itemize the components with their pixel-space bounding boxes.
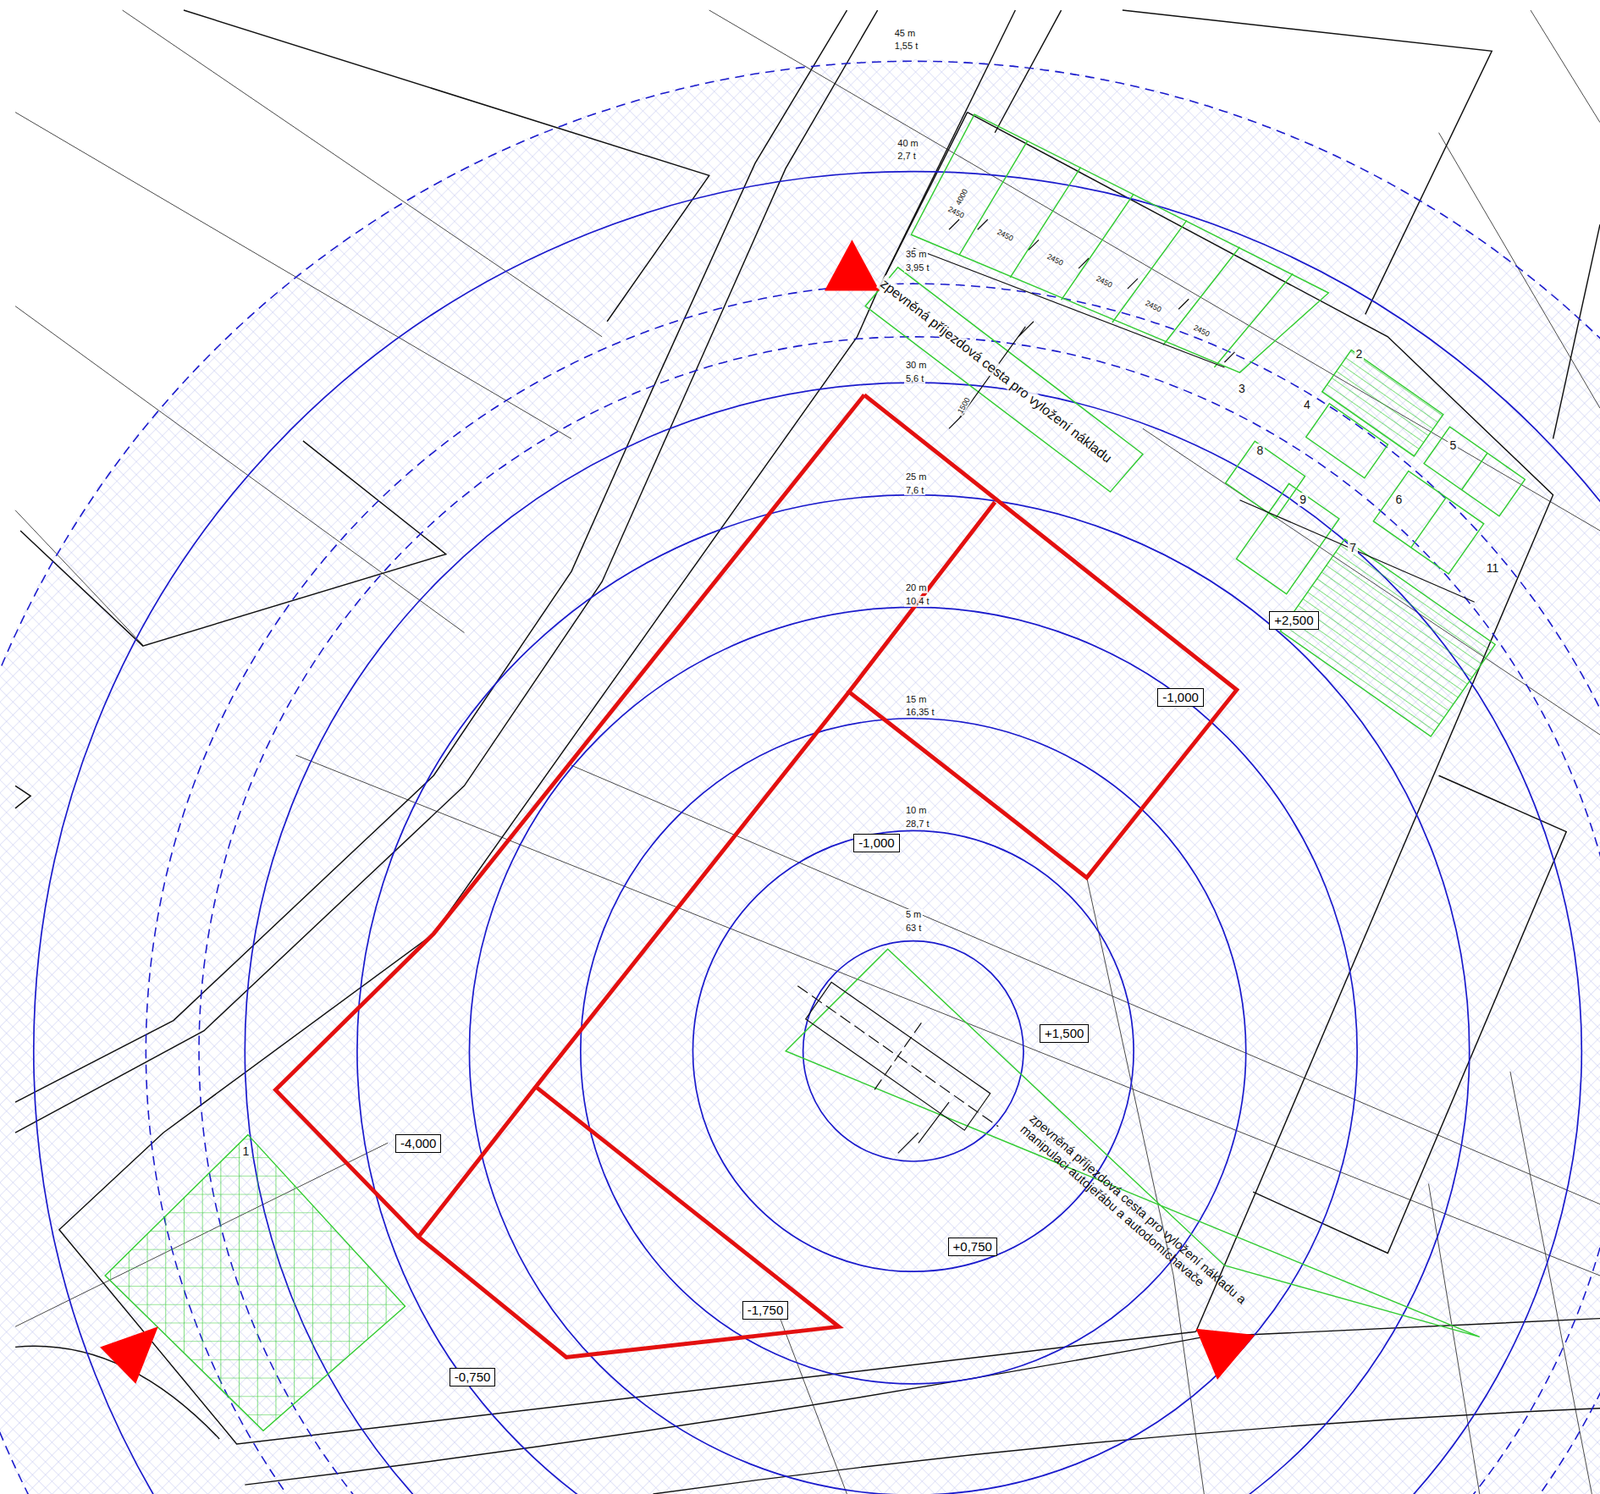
area-number: 9 (1297, 492, 1308, 507)
elevation-box: +2,500 (1268, 611, 1319, 630)
elevation-value: +1,500 (1044, 1026, 1084, 1041)
area-number: 6 (1394, 492, 1405, 507)
load-label: 2,7 t (895, 150, 917, 162)
dimension-text: 2450 (1191, 322, 1214, 340)
dimension-text: 2450 (1142, 297, 1165, 315)
elevation-box: +0,750 (948, 1237, 998, 1257)
dimension-text: 2450 (944, 204, 967, 221)
area-number: 7 (1347, 540, 1358, 555)
radius-label: 15 m (904, 694, 928, 706)
radius-label: 20 m (904, 582, 928, 594)
dimension-text: 2450 (1043, 251, 1066, 269)
radius-label: 30 m (904, 359, 928, 371)
load-label: 3,95 t (904, 262, 932, 274)
elevation-box: +1,500 (1039, 1024, 1089, 1043)
area-number: 4 (1302, 397, 1313, 412)
radius-label: 10 m (904, 805, 928, 817)
area-number: 5 (1447, 438, 1458, 453)
load-label: 1,55 t (893, 40, 921, 52)
area-number: 2 (1354, 347, 1365, 361)
radius-label: 35 m (904, 248, 928, 260)
area-number: 3 (1236, 381, 1247, 396)
dimension-text: 2450 (1092, 273, 1115, 291)
dimension-text: 2450 (993, 226, 1016, 244)
load-label: 7,6 t (904, 485, 926, 497)
radius-label: 45 m (893, 27, 917, 39)
load-label: 16,35 t (904, 706, 937, 718)
load-label: 5,6 t (904, 373, 926, 385)
area-number: 8 (1255, 443, 1266, 458)
load-label: 63 t (904, 922, 923, 934)
load-label: 10,4 t (904, 595, 932, 607)
radius-label: 25 m (904, 471, 928, 483)
load-label: 28,7 t (904, 818, 932, 830)
elevation-value: +2,500 (1274, 612, 1314, 628)
road-note: zpevněná příjezdová cesta pro vyložení n… (1016, 1109, 1253, 1320)
dimension-text: 4000 (953, 186, 971, 209)
area-number: 1 (240, 1144, 251, 1159)
road-note: zpevněná příjezdová cesta pro vyložení n… (876, 275, 1117, 468)
elevation-value: -1,000 (858, 835, 895, 850)
elevation-box: -4,000 (395, 1134, 442, 1154)
elevation-value: -0,750 (454, 1369, 492, 1385)
elevation-value: -1,750 (747, 1302, 784, 1318)
elevation-value: -4,000 (400, 1136, 437, 1151)
elevation-box: -1,750 (742, 1301, 789, 1320)
area-number: 11 (1484, 561, 1501, 575)
elevation-box: -1,000 (1157, 688, 1204, 707)
radius-label: 40 m (895, 137, 920, 149)
elevation-box: -0,750 (449, 1368, 497, 1387)
dimension-text: 1500 (954, 394, 973, 417)
elevation-value: +0,750 (953, 1239, 993, 1254)
elevation-value: -1,000 (1162, 689, 1199, 705)
elevation-box: -1,000 (853, 833, 900, 853)
radius-label: 5 m (904, 909, 923, 921)
